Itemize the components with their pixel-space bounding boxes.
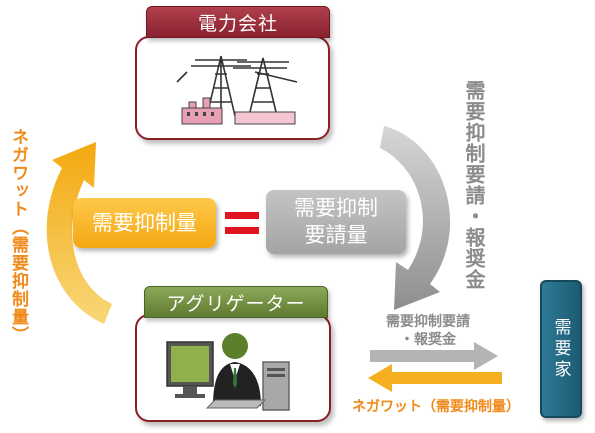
equals-bar-bottom <box>225 227 259 234</box>
negawatt-left-label: ネガワット（需要抑制量） <box>8 128 28 344</box>
requested-reduction-line1: 需要抑制 <box>294 196 378 220</box>
request-reward-line2: ・報奨金 <box>400 332 456 348</box>
equals-bar-top <box>225 212 259 219</box>
consumer-box: 需要家 <box>540 280 582 418</box>
operator-computer-icon <box>166 333 290 411</box>
request-reward-horizontal-label: 需要抑制要請 ・報奨金 <box>372 313 484 349</box>
aggregator-header: アグリゲーター <box>144 286 328 318</box>
requested-reduction-line2: 要請量 <box>304 223 368 247</box>
request-reward-vertical-label: 需要抑制要請・報奨金 <box>462 80 486 290</box>
consumer-label: 需要家 <box>550 317 571 381</box>
requested-reduction-box: 需要抑制 要請量 <box>266 190 406 254</box>
aggregator-box <box>135 314 331 422</box>
power-company-label: 電力会社 <box>197 12 278 35</box>
power-plant-icon <box>176 55 298 125</box>
demand-reduction-box: 需要抑制量 <box>73 198 216 248</box>
negawatt-bottom-label: ネガワット（需要抑制量） <box>352 399 520 415</box>
demand-reduction-label: 需要抑制量 <box>92 210 197 235</box>
power-company-box <box>135 36 330 140</box>
power-company-header: 電力会社 <box>146 6 330 38</box>
request-reward-line1: 需要抑制要請 <box>386 314 470 330</box>
aggregator-label: アグリゲーター <box>166 292 306 315</box>
